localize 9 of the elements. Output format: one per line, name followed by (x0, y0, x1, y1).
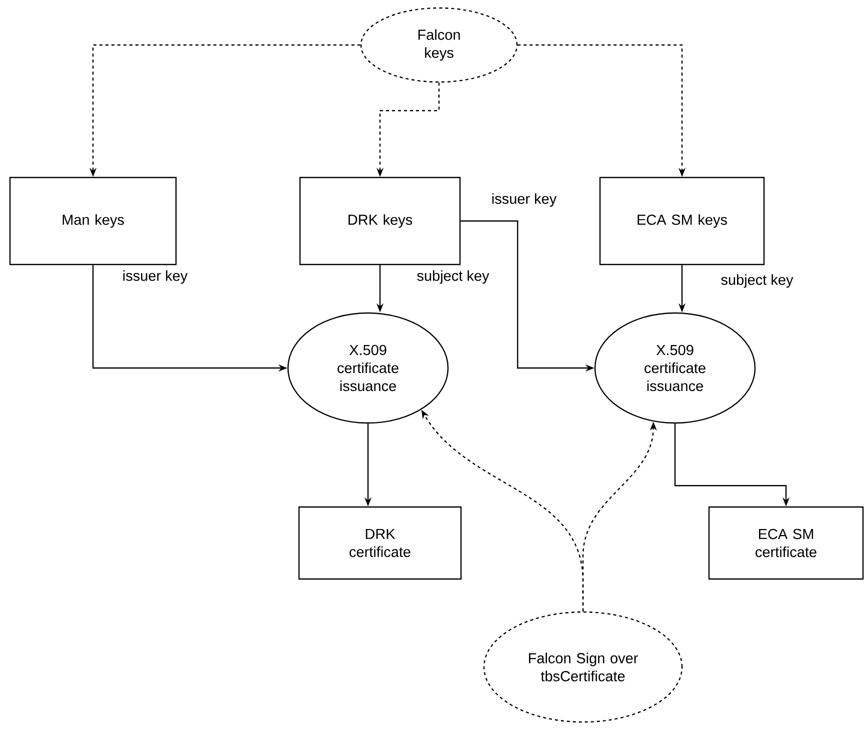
edge-label: subject key (416, 269, 490, 285)
process-box: ECA SM keys (599, 176, 765, 266)
process-box: Man keys (9, 176, 177, 266)
edge-label: issuer key (121, 269, 189, 285)
process-box: DRK certificate (298, 506, 462, 580)
process-box: ECA SM certificate (708, 506, 864, 580)
edge-label: subject key (720, 273, 794, 289)
process-box: DRK keys (299, 176, 461, 266)
edge-label: issuer key (490, 192, 558, 208)
